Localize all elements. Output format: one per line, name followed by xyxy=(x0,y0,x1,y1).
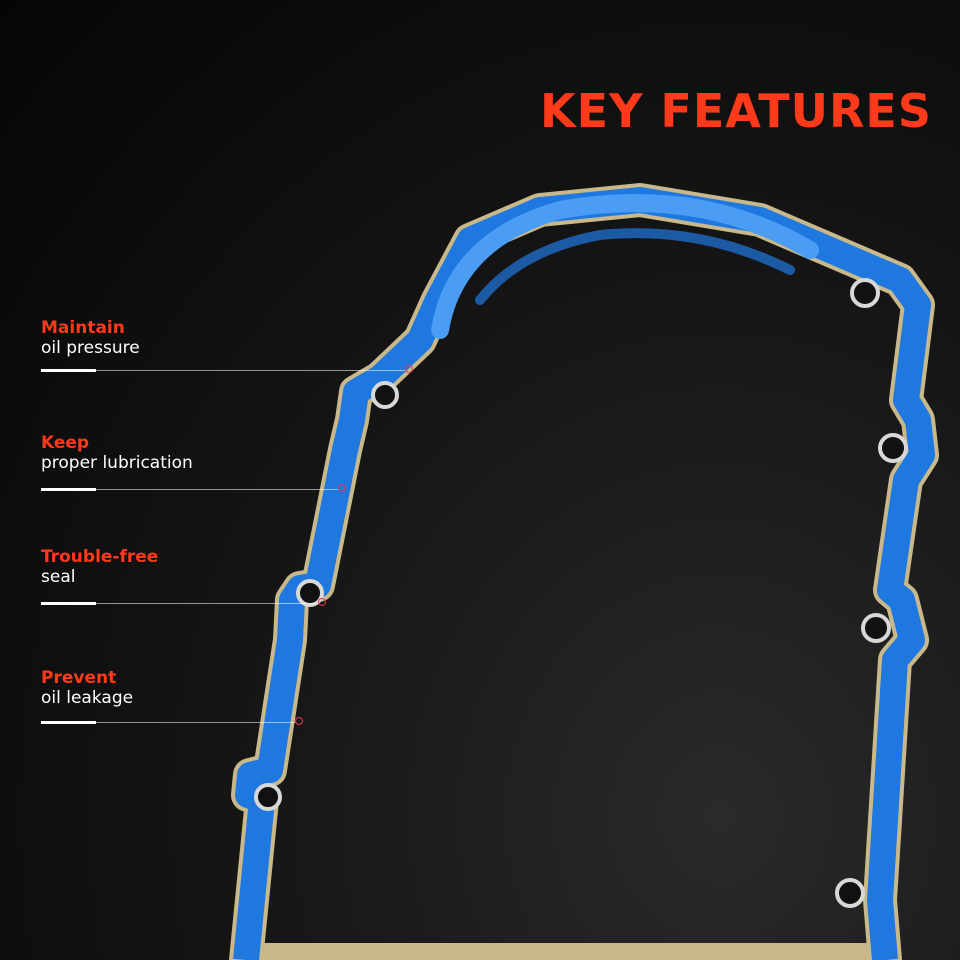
feature-item-oil-pressure: Maintain oil pressure xyxy=(41,318,341,359)
callout-line-accent xyxy=(41,721,96,724)
callout-line-leader xyxy=(96,722,295,723)
gasket-bolt-holes xyxy=(254,278,908,908)
callout-line-leader xyxy=(96,489,338,490)
feature-headline: Prevent xyxy=(41,668,117,688)
bolt-hole xyxy=(861,613,891,643)
bolt-hole xyxy=(254,783,282,811)
bolt-hole xyxy=(835,878,865,908)
callout-line-accent xyxy=(41,488,96,491)
callout-line-accent xyxy=(41,369,96,372)
feature-headline: Keep xyxy=(41,433,90,453)
feature-item-lubrication: Keep proper lubrication xyxy=(41,433,341,474)
callout-line-accent xyxy=(41,602,96,605)
page-title: KEY FEATURES xyxy=(540,84,932,138)
gasket-core-edge xyxy=(229,183,939,960)
bolt-hole xyxy=(296,579,324,607)
gasket-arch-inner xyxy=(475,228,795,305)
callout-dot xyxy=(318,598,326,606)
feature-detail: seal xyxy=(41,567,76,587)
callout-dot xyxy=(338,484,346,492)
callout-line-leader xyxy=(96,603,318,604)
bolt-hole xyxy=(850,278,880,308)
feature-detail: proper lubrication xyxy=(41,453,193,473)
callout-dot xyxy=(295,717,303,725)
feature-item-seal: Trouble-free seal xyxy=(41,547,341,588)
feature-headline: Maintain xyxy=(41,318,125,338)
feature-detail: oil pressure xyxy=(41,338,140,358)
gasket-arch-rim xyxy=(431,194,819,339)
feature-detail: oil leakage xyxy=(41,688,134,708)
bolt-hole xyxy=(878,433,908,463)
feature-headline: Trouble-free xyxy=(41,547,159,567)
callout-line-leader xyxy=(96,370,406,371)
gasket-blue-body xyxy=(233,187,935,960)
feature-item-leakage: Prevent oil leakage xyxy=(41,668,341,709)
bolt-hole xyxy=(371,381,399,409)
callout-dot xyxy=(405,365,413,373)
